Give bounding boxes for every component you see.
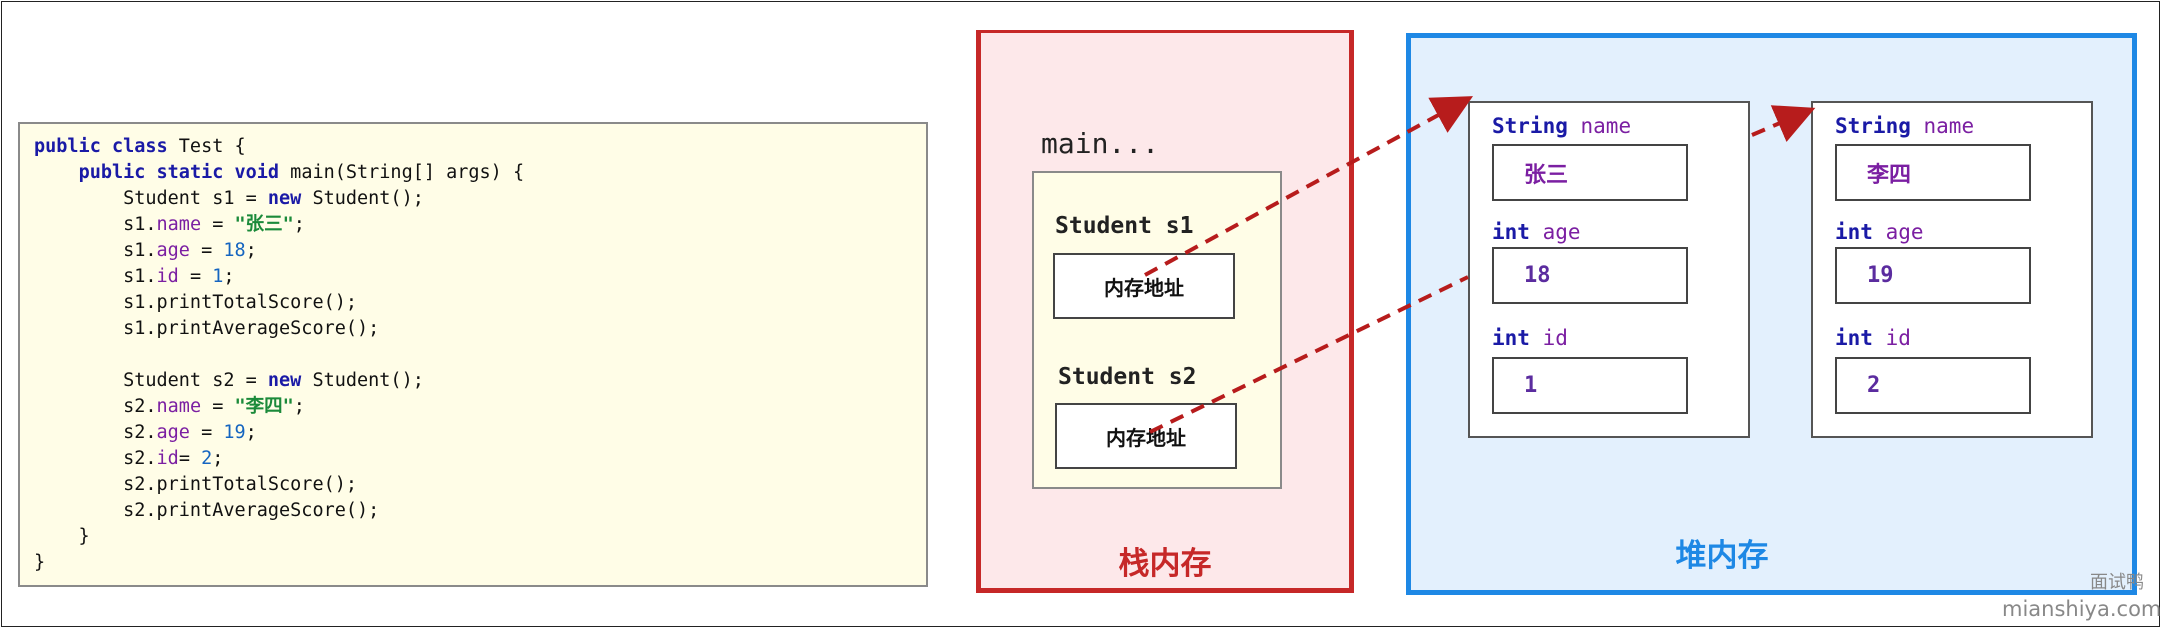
- code-token: ;: [245, 240, 257, 261]
- code-token: 18: [223, 240, 246, 261]
- code-token: age: [156, 240, 190, 261]
- s2-variable-label: Student s2: [1058, 364, 1197, 390]
- code-line: Student s2 = new Student();: [34, 368, 912, 394]
- obj2-age-field-label: int age: [1835, 220, 1924, 244]
- code-token: "李四": [234, 396, 294, 417]
- code-token: ;: [293, 396, 305, 417]
- watermark-url: mianshiya.com: [2002, 597, 2162, 621]
- code-token: Student s1 =: [34, 188, 268, 209]
- code-line: s2.name = "李四";: [34, 394, 912, 420]
- code-token: =: [178, 266, 213, 287]
- obj2-name-value: 李四: [1835, 144, 2031, 201]
- code-token: s1.: [34, 266, 157, 287]
- code-line: s1.name = "张三";: [34, 212, 912, 238]
- code-line: s1.printAverageScore();: [34, 316, 912, 342]
- code-panel: public class Test { public static void m…: [18, 122, 928, 587]
- code-line: s2.printAverageScore();: [34, 498, 912, 524]
- code-token: ;: [223, 266, 235, 287]
- code-token: s1.: [34, 240, 157, 261]
- code-token: id: [156, 266, 179, 287]
- main-frame-label: main...: [1041, 127, 1160, 160]
- code-token: =: [201, 214, 235, 235]
- code-token: 19: [223, 422, 246, 443]
- code-token: id: [156, 448, 179, 469]
- heap-memory-label: 堆内存: [1675, 538, 1769, 574]
- code-token: }: [34, 552, 46, 573]
- code-token: name: [156, 214, 202, 235]
- code-token: Student s2 =: [34, 370, 268, 391]
- obj2-id-field-label: int id: [1835, 326, 1911, 350]
- code-token: main(String[] args) {: [279, 162, 525, 183]
- code-token: public class: [34, 136, 168, 157]
- code-token: 2: [201, 448, 213, 469]
- code-token: s1.: [34, 214, 157, 235]
- code-token: name: [156, 396, 202, 417]
- code-line: s1.printTotalScore();: [34, 290, 912, 316]
- code-token: Test {: [167, 136, 246, 157]
- code-token: s2.: [34, 396, 157, 417]
- obj1-name-value: 张三: [1492, 144, 1688, 201]
- code-line: s1.id = 1;: [34, 264, 912, 290]
- obj1-name-field-label: String name: [1492, 114, 1632, 138]
- obj1-age-field-label: int age: [1492, 220, 1581, 244]
- code-line: public class Test {: [34, 134, 912, 160]
- watermark-logo-text: 面试鸭: [2090, 572, 2144, 593]
- code-token: ;: [293, 214, 305, 235]
- code-lines: public class Test { public static void m…: [34, 134, 912, 576]
- obj2-age-value: 19: [1835, 247, 2031, 304]
- obj1-id-value: 1: [1492, 357, 1688, 414]
- code-token: age: [156, 422, 190, 443]
- code-line: s2.age = 19;: [34, 420, 912, 446]
- code-token: ;: [245, 422, 257, 443]
- obj2-id-value: 2: [1835, 357, 2031, 414]
- code-line: s2.id= 2;: [34, 446, 912, 472]
- code-token: 1: [212, 266, 224, 287]
- s2-to-object1-arrow: [1149, 275, 1469, 434]
- code-token: public static void: [78, 162, 280, 183]
- code-token: =: [189, 240, 224, 261]
- code-token: new: [267, 370, 302, 391]
- s1-to-object1-arrow: [1144, 96, 1474, 277]
- obj2-name-field-label: String name: [1835, 114, 1975, 138]
- code-line: }: [34, 524, 912, 550]
- stack-memory-label: 栈内存: [1118, 546, 1212, 582]
- code-token: "张三": [234, 214, 294, 235]
- code-line: s2.printTotalScore();: [34, 472, 912, 498]
- code-token: s2.: [34, 422, 157, 443]
- code-token: s2.: [34, 448, 157, 469]
- code-line: }: [34, 550, 912, 576]
- code-token: s2.printTotalScore();: [34, 474, 358, 495]
- code-token: ;: [212, 448, 224, 469]
- s2-address-box: 内存地址: [1055, 403, 1237, 469]
- code-line: s1.age = 18;: [34, 238, 912, 264]
- code-line: public static void main(String[] args) {: [34, 160, 912, 186]
- code-token: Student();: [301, 370, 424, 391]
- code-token: =: [201, 396, 235, 417]
- code-token: s1.printTotalScore();: [34, 292, 358, 313]
- code-token: =: [178, 448, 202, 469]
- code-token: s2.printAverageScore();: [34, 500, 380, 521]
- code-line: Student s1 = new Student();: [34, 186, 912, 212]
- s1-address-box: 内存地址: [1053, 253, 1235, 319]
- code-token: new: [267, 188, 302, 209]
- code-token: }: [34, 526, 90, 547]
- code-token: =: [189, 422, 224, 443]
- obj1-age-value: 18: [1492, 247, 1688, 304]
- s1-variable-label: Student s1: [1055, 213, 1194, 239]
- code-token: s1.printAverageScore();: [34, 318, 380, 339]
- object1-to-object2-arrow: [1751, 105, 1816, 142]
- obj1-id-field-label: int id: [1492, 326, 1568, 350]
- code-token: Student();: [301, 188, 424, 209]
